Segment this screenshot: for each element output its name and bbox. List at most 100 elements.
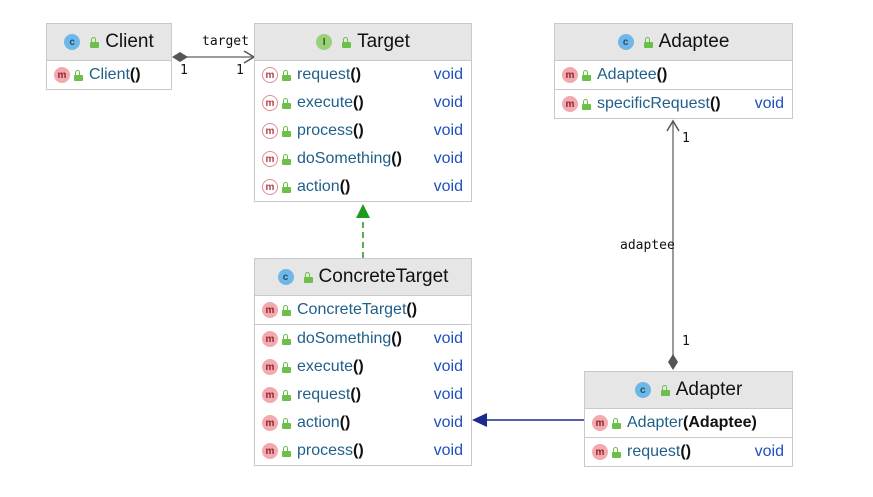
public-lock-icon bbox=[612, 417, 621, 429]
public-lock-icon bbox=[282, 97, 291, 109]
method-name: doSomething bbox=[297, 330, 392, 347]
constructors-section: m Adapter(Adaptee) bbox=[585, 409, 792, 438]
method-row[interactable]: m request() void bbox=[255, 381, 471, 409]
return-type: void bbox=[433, 122, 463, 139]
class-name: ConcreteTarget bbox=[318, 266, 449, 287]
class-concrete-target[interactable]: c ConcreteTarget m ConcreteTarget() m do… bbox=[254, 258, 472, 466]
method-icon: m bbox=[262, 331, 278, 347]
method-row[interactable]: m Client() bbox=[47, 61, 171, 89]
public-lock-icon bbox=[342, 36, 352, 48]
method-name: execute bbox=[297, 358, 354, 375]
method-parens: () bbox=[339, 178, 351, 195]
method-row[interactable]: m request() void bbox=[255, 61, 471, 89]
client-composition-diamond bbox=[172, 52, 188, 62]
method-row[interactable]: m doSomething() void bbox=[255, 325, 471, 353]
method-row[interactable]: m execute() void bbox=[255, 353, 471, 381]
method-parens: () bbox=[391, 150, 402, 167]
method-name: request bbox=[297, 386, 351, 403]
public-lock-icon bbox=[282, 153, 291, 165]
method-row[interactable]: m doSomething() void bbox=[255, 145, 471, 173]
multiplicity-adaptee: 1 bbox=[682, 131, 690, 146]
public-lock-icon bbox=[282, 125, 291, 137]
public-lock-icon bbox=[303, 271, 313, 283]
class-header: c Adapter bbox=[585, 372, 792, 409]
constructors-section: m ConcreteTarget() bbox=[255, 296, 471, 325]
public-lock-icon bbox=[582, 98, 591, 110]
public-lock-icon bbox=[282, 417, 291, 429]
method-row[interactable]: m request() void bbox=[585, 438, 792, 466]
return-type: void bbox=[433, 94, 463, 111]
methods-section: m Client() bbox=[47, 61, 171, 89]
abstract-method-icon: m bbox=[262, 95, 278, 111]
public-lock-icon bbox=[282, 69, 291, 81]
public-lock-icon bbox=[282, 389, 291, 401]
return-type: void bbox=[433, 330, 463, 347]
constructor-row[interactable]: m Adaptee() bbox=[555, 61, 792, 89]
method-name: process bbox=[297, 122, 354, 139]
abstract-method-icon: m bbox=[262, 67, 278, 83]
method-parens: () bbox=[680, 443, 692, 460]
class-icon: c bbox=[634, 382, 651, 398]
method-name: action bbox=[297, 178, 340, 195]
return-type: void bbox=[754, 95, 784, 112]
method-parens: () bbox=[129, 66, 141, 83]
public-lock-icon bbox=[74, 69, 83, 81]
method-row[interactable]: m specificRequest() void bbox=[555, 90, 792, 118]
class-name: Client bbox=[105, 31, 154, 52]
adaptee-association-arrowhead bbox=[666, 119, 680, 132]
class-icon: c bbox=[617, 34, 634, 50]
class-adaptee[interactable]: c Adaptee m Adaptee() m specificRequest(… bbox=[554, 23, 793, 119]
public-lock-icon bbox=[660, 384, 670, 396]
method-icon: m bbox=[262, 359, 278, 375]
method-icon: m bbox=[592, 415, 608, 431]
class-header: c Client bbox=[47, 24, 171, 61]
edge-label-target: target bbox=[202, 34, 249, 49]
adapter-composition-diamond bbox=[668, 354, 678, 370]
method-icon: m bbox=[592, 444, 608, 460]
methods-section: m doSomething() void m execute() void m … bbox=[255, 325, 471, 465]
method-name: execute bbox=[297, 94, 354, 111]
method-icon: m bbox=[562, 96, 578, 112]
method-name: Adaptee bbox=[597, 66, 657, 83]
multiplicity-target: 1 bbox=[236, 63, 244, 78]
realization-arrowhead bbox=[356, 204, 370, 218]
interface-target[interactable]: I Target m request() void m execute() vo… bbox=[254, 23, 472, 202]
return-type: void bbox=[433, 66, 463, 83]
method-parens: () bbox=[350, 386, 362, 403]
method-row[interactable]: m process() void bbox=[255, 117, 471, 145]
method-name: action bbox=[297, 414, 340, 431]
abstract-method-icon: m bbox=[262, 123, 278, 139]
methods-section: m request() void m execute() void m proc… bbox=[255, 61, 471, 201]
method-icon: m bbox=[262, 415, 278, 431]
class-client[interactable]: c Client m Client() bbox=[46, 23, 172, 90]
public-lock-icon bbox=[612, 446, 621, 458]
method-row[interactable]: m execute() void bbox=[255, 89, 471, 117]
return-type: void bbox=[433, 442, 463, 459]
method-parens: () bbox=[709, 95, 721, 112]
public-lock-icon bbox=[643, 36, 653, 48]
method-name: Client bbox=[89, 66, 130, 83]
method-parens: () bbox=[353, 442, 364, 459]
method-name: specificRequest bbox=[597, 95, 710, 112]
method-parens: () bbox=[406, 301, 418, 318]
return-type: void bbox=[433, 358, 463, 375]
method-parens: () bbox=[353, 94, 364, 111]
class-header: c ConcreteTarget bbox=[255, 259, 471, 296]
method-name: process bbox=[297, 442, 354, 459]
method-icon: m bbox=[262, 302, 278, 318]
method-parens: () bbox=[353, 122, 364, 139]
constructors-section: m Adaptee() bbox=[555, 61, 792, 90]
constructor-row[interactable]: m ConcreteTarget() bbox=[255, 296, 471, 324]
method-row[interactable]: m process() void bbox=[255, 437, 471, 465]
interface-icon: I bbox=[316, 34, 333, 50]
method-row[interactable]: m action() void bbox=[255, 409, 471, 437]
public-lock-icon bbox=[282, 333, 291, 345]
class-adapter[interactable]: c Adapter m Adapter(Adaptee) m request()… bbox=[584, 371, 793, 467]
public-lock-icon bbox=[282, 304, 291, 316]
method-icon: m bbox=[262, 387, 278, 403]
multiplicity-client: 1 bbox=[180, 63, 188, 78]
method-row[interactable]: m action() void bbox=[255, 173, 471, 201]
constructor-row[interactable]: m Adapter(Adaptee) bbox=[585, 409, 792, 437]
method-name: request bbox=[627, 443, 681, 460]
